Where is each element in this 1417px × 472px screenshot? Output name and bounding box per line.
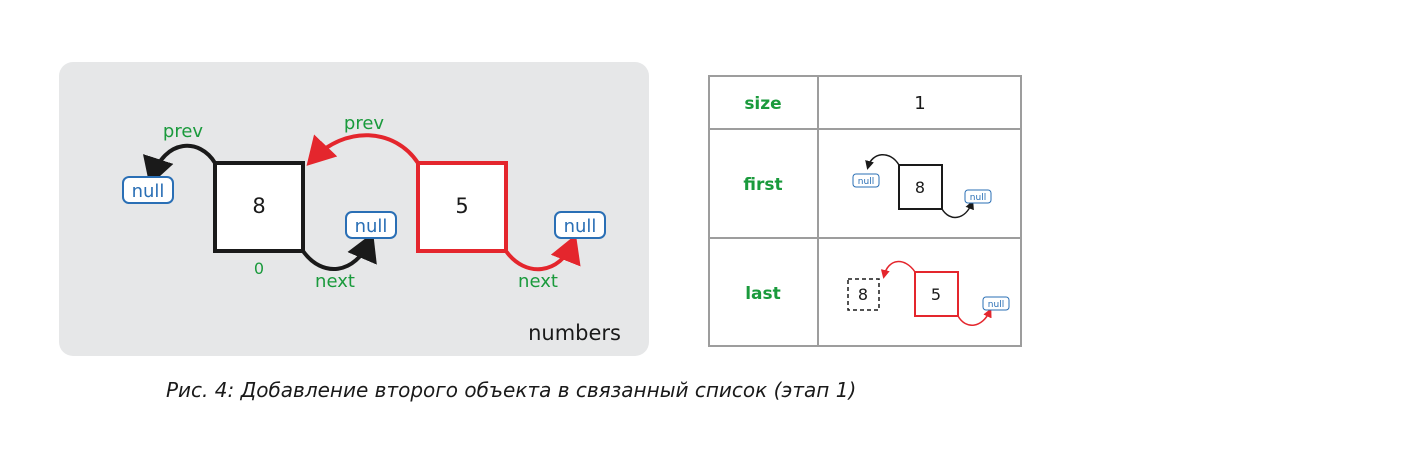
prev-label: prev	[344, 113, 385, 134]
node-value: 8	[252, 194, 265, 218]
null-text: null	[355, 216, 388, 237]
mini-node-value: 8	[915, 178, 925, 197]
mini-next-arrow	[957, 308, 992, 326]
next-label: next	[315, 271, 355, 292]
mini-prev-node: 8	[847, 278, 880, 311]
null-badge: null	[554, 211, 606, 239]
null-badge-frame	[964, 189, 992, 204]
list-node-second: 5 prev next	[306, 113, 581, 292]
figure-caption: Рис. 4: Добавление второго объекта в свя…	[166, 378, 857, 402]
null-text: null	[988, 300, 1004, 310]
mini-node: 8	[865, 154, 974, 219]
table-row: first 8 null null	[743, 154, 992, 219]
null-badge: null	[852, 173, 880, 188]
null-badge: null	[982, 296, 1010, 311]
row-key: size	[744, 94, 781, 114]
panel-background	[59, 62, 649, 356]
mini-prev-arrow	[880, 260, 916, 279]
table-row: last 8 5 null	[745, 260, 1010, 326]
node-value: 5	[455, 194, 468, 218]
mini-node-box	[898, 164, 943, 210]
null-badge: null	[345, 211, 397, 239]
null-badge-frame	[122, 176, 174, 204]
null-badge-frame	[852, 173, 880, 188]
row-key: first	[743, 175, 782, 195]
next-label: next	[518, 271, 558, 292]
null-text: null	[970, 193, 986, 203]
prev-arrow	[142, 143, 217, 186]
mini-next-arrow	[941, 200, 974, 219]
null-badge-frame	[345, 211, 397, 239]
panel-label: numbers	[528, 321, 621, 345]
null-badge-frame	[554, 211, 606, 239]
prev-arrow	[306, 133, 420, 166]
row-value: 1	[914, 93, 925, 114]
row-key: last	[745, 284, 781, 304]
mini-node-box	[914, 271, 959, 317]
mini-prev-arrow	[865, 154, 900, 170]
node-index: 0	[254, 259, 264, 278]
node-box	[416, 161, 508, 253]
null-badge: null	[122, 176, 174, 204]
list-panel: numbers 8 0 prev next null null 5 prev	[59, 62, 649, 356]
null-badge: null	[964, 189, 992, 204]
table-row: size 1	[744, 93, 925, 114]
next-arrow	[301, 232, 377, 272]
next-arrow	[504, 234, 581, 272]
dashed-node-box	[847, 278, 880, 311]
list-node-first: 8 0 prev next	[142, 121, 377, 292]
null-text: null	[564, 216, 597, 237]
prev-label: prev	[163, 121, 204, 142]
fields-table: size 1 first 8 null null last	[708, 75, 1022, 347]
mini-node: 5	[880, 260, 992, 326]
node-box	[213, 161, 305, 253]
null-text: null	[132, 181, 165, 202]
mini-node-value: 5	[931, 285, 941, 304]
null-text: null	[858, 177, 874, 187]
mini-node-value: 8	[858, 285, 868, 304]
null-badge-frame	[982, 296, 1010, 311]
